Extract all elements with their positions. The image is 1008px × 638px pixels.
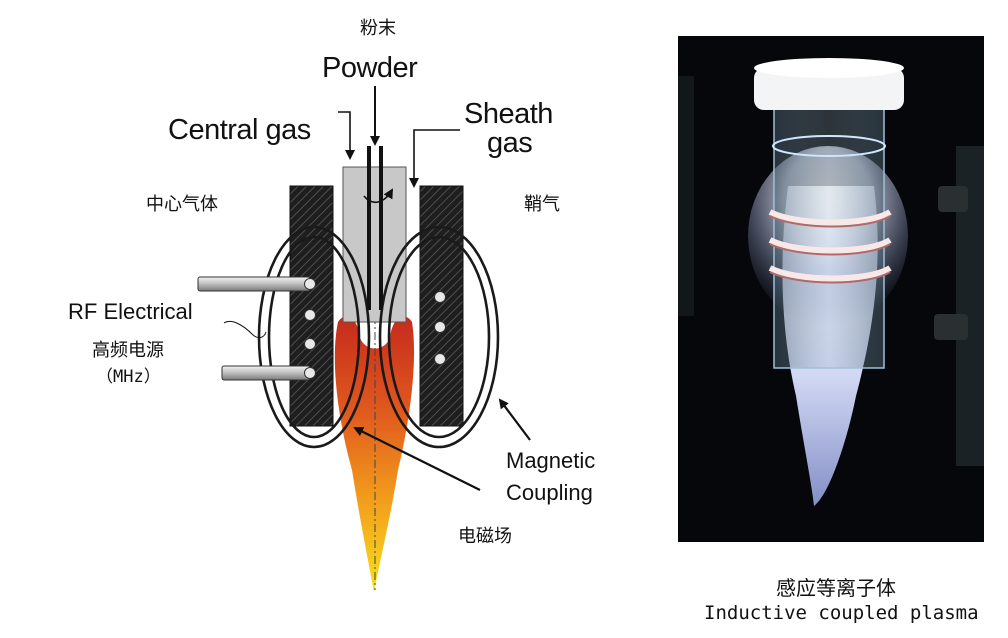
photo-caption-zh: 感应等离子体 bbox=[776, 576, 896, 600]
right-magnetic-loops bbox=[378, 225, 500, 449]
central-gas-arrow bbox=[338, 111, 355, 160]
sheath-gas-label-en-line2: gas bbox=[487, 127, 533, 159]
icp-photo bbox=[678, 36, 984, 542]
central-gas-label-zh: 中心气体 bbox=[146, 194, 218, 215]
powder-probe bbox=[367, 146, 383, 310]
central-gas-label-en: Central gas bbox=[168, 114, 311, 146]
plasma-flame bbox=[334, 316, 415, 592]
rf-unit-label: （MHz） bbox=[96, 367, 161, 387]
magnetic-coupling-label-line1: Magnetic bbox=[506, 448, 596, 473]
powder-label-en: Powder bbox=[322, 52, 418, 84]
icp-torch-diagram bbox=[197, 86, 531, 592]
magnetic-coupling-arrow-2 bbox=[498, 398, 531, 441]
rf-label-zh: 高频电源 bbox=[92, 340, 164, 361]
em-field-label-zh: 电磁场 bbox=[458, 526, 512, 547]
coil-cross-sections bbox=[304, 278, 446, 379]
sheath-gas-label-en-line1: Sheath bbox=[464, 98, 553, 130]
left-coil-block bbox=[289, 185, 334, 427]
magnetic-coupling-label-line2: Coupling bbox=[506, 480, 593, 505]
magnetic-coupling-arrow-1 bbox=[353, 427, 481, 491]
powder-label-zh: 粉末 bbox=[360, 18, 396, 39]
sheath-gas-arrow bbox=[409, 129, 460, 188]
central-tube bbox=[342, 166, 407, 323]
right-coil-block bbox=[419, 185, 464, 427]
rf-rod-lower bbox=[221, 365, 311, 381]
rf-rod-upper bbox=[197, 276, 311, 292]
photo-caption-en: Inductive coupled plasma bbox=[704, 602, 979, 624]
swirl-arrow bbox=[363, 188, 393, 203]
rf-leader-line bbox=[223, 320, 267, 339]
left-magnetic-loops bbox=[257, 225, 371, 449]
sheath-gas-label-zh: 鞘气 bbox=[524, 194, 560, 215]
rf-label-en: RF Electrical bbox=[68, 299, 193, 324]
